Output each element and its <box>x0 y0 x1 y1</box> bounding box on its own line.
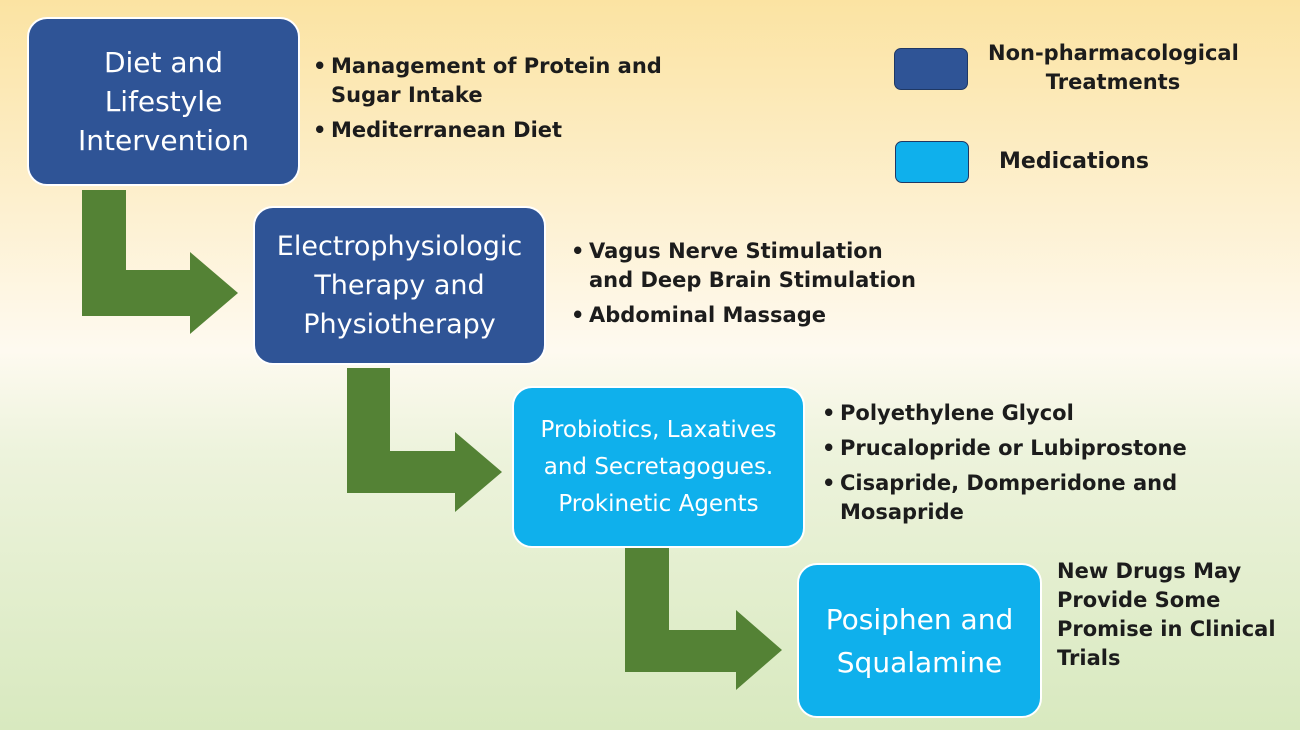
arrow-step2-to-step3 <box>347 368 502 512</box>
note-line: Promise in Clinical <box>1057 617 1276 641</box>
step-probiotics-box: Probiotics, Laxatives and Secretagogues.… <box>512 386 805 548</box>
legend-label-line: Treatments <box>1045 70 1181 94</box>
step-title-line: Prokinetic Agents <box>558 490 759 517</box>
step-title-line: Diet and <box>103 46 224 79</box>
step-title-line: Lifestyle <box>104 85 223 118</box>
bullet-item: Vagus Nerve Stimulation and Deep Brain S… <box>571 237 916 295</box>
arrow-step3-to-step4 <box>625 548 782 690</box>
step-probiotics-bullets: Polyethylene Glycol Prucalopride or Lubi… <box>822 399 1187 533</box>
step-title-line: Posiphen and <box>825 602 1014 636</box>
bullet-item: Polyethylene Glycol <box>822 399 1187 428</box>
step-title-line: Physiotherapy <box>303 309 496 340</box>
bullet-text: Sugar Intake <box>331 83 483 107</box>
bullet-text: and Deep Brain Stimulation <box>589 268 916 292</box>
step-diet-lifestyle-bullets: Management of Protein and Sugar Intake M… <box>313 52 662 151</box>
step-electrophysiologic-box: Electrophysiologic Therapy and Physiothe… <box>253 206 546 365</box>
legend-label-non-pharmacological: Non-pharmacological Treatments <box>988 39 1239 97</box>
note-line: New Drugs May <box>1057 559 1242 583</box>
legend-label-medications: Medications <box>988 147 1160 176</box>
bullet-text: Prucalopride or Lubiprostone <box>840 436 1187 460</box>
note-line: Trials <box>1057 646 1121 670</box>
step-title-line: Squalamine <box>836 645 1003 679</box>
bullet-item: Cisapride, Domperidone and Mosapride <box>822 469 1187 527</box>
step-posiphen-box: Posiphen and Squalamine <box>797 563 1042 718</box>
bullet-item: Management of Protein and Sugar Intake <box>313 52 662 110</box>
bullet-item: Abdominal Massage <box>571 301 916 330</box>
legend-swatch-non-pharmacological <box>894 48 968 90</box>
bullet-text: Vagus Nerve Stimulation <box>589 239 883 263</box>
bullet-item: Mediterranean Diet <box>313 116 662 145</box>
legend-label-line: Non-pharmacological <box>988 41 1239 65</box>
legend-swatch-medications <box>895 141 969 183</box>
step-posiphen-note: New Drugs May Provide Some Promise in Cl… <box>1057 557 1276 673</box>
step-title-line: Therapy and <box>314 270 485 301</box>
bullet-text: Mediterranean Diet <box>331 118 563 142</box>
step-title-line: Electrophysiologic <box>276 231 523 262</box>
arrow-step1-to-step2 <box>82 190 238 334</box>
bullet-item: Prucalopride or Lubiprostone <box>822 434 1187 463</box>
step-diet-lifestyle-box: Diet and Lifestyle Intervention <box>27 17 300 186</box>
step-title-line: Intervention <box>78 124 249 157</box>
bullet-text: Cisapride, Domperidone and <box>840 471 1178 495</box>
step-title-line: and Secretagogues. <box>543 453 774 480</box>
bullet-text: Polyethylene Glycol <box>840 401 1074 425</box>
step-title-line: Probiotics, Laxatives <box>540 416 777 443</box>
note-line: Provide Some <box>1057 588 1221 612</box>
step-electrophysiologic-bullets: Vagus Nerve Stimulation and Deep Brain S… <box>571 237 916 336</box>
bullet-text: Abdominal Massage <box>589 303 826 327</box>
bullet-text: Management of Protein and <box>331 54 662 78</box>
legend-label-line: Medications <box>999 149 1149 174</box>
bullet-text: Mosapride <box>840 500 964 524</box>
